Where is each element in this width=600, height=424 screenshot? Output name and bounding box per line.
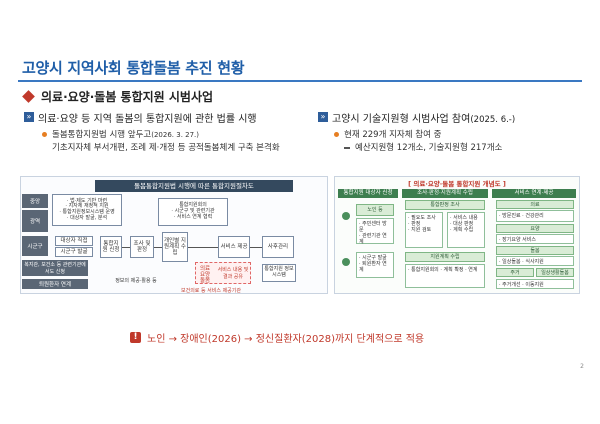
right-bullet-sub-text: 예산지원형 12개소, 기술지원형 217개소 — [355, 143, 503, 153]
label-share-results: 서비스 내용 및 결과 공유 — [217, 267, 249, 280]
rollout-note-text: 노인 → 장애인(2026) → 정신질환자(2028)까지 단계적으로 적용 — [147, 334, 425, 345]
person-icon — [342, 258, 350, 266]
page-number: 2 — [580, 363, 584, 370]
label-care: 요양 — [199, 272, 211, 278]
concept-diagram-title: [ 의료·요양·돌봄 통합지원 개념도 ] — [408, 180, 506, 188]
right-bullet: 현재 229개 지자체 참여 중 — [334, 128, 441, 140]
right-bullet-sub: 예산지원형 12개소, 기술지원형 217개소 — [344, 141, 502, 153]
row-label-regional: 광역 — [22, 210, 48, 232]
left-heading-text: 의료·요양 등 지역 돌봄의 통합지원에 관한 법률 시행 — [38, 114, 257, 125]
card-plan: 지원계획 수립 — [405, 252, 485, 262]
card-medical: 의료 — [496, 200, 574, 209]
left-bullet-text: 돌봄통합지원법 시행 앞두고 — [52, 130, 152, 140]
col-head-assess: 조사·판정·지원계획 수립 — [402, 189, 488, 198]
step-apply: 통합지원 신청 — [100, 236, 122, 258]
row-label-agencies: 복지관, 보건소 등 관련기관에서도 신청 — [22, 260, 88, 276]
left-heading: » 의료·요양 등 지역 돌봄의 통합지원에 관한 법률 시행 — [24, 110, 257, 125]
procedure-diagram-title: 돌봄통합지원법 시행에 따른 통합지원절차도 — [95, 180, 293, 192]
col-head-apply: 통합지원 대상자 신청 — [338, 189, 398, 198]
left-bullet-sub: 기초지자체 부서개편, 조례 제·개정 등 공적돌봄체계 구축 본격화 — [52, 143, 280, 153]
arrow-connector — [122, 247, 130, 248]
orange-dot-icon — [42, 132, 47, 137]
row-label-central: 중앙 — [22, 194, 48, 208]
right-bullet-text: 현재 229개 지자체 참여 중 — [344, 130, 442, 140]
right-heading: » 고양시 기술지원형 시범사업 참여(2025. 6.-) — [318, 110, 515, 125]
right-heading-text: 고양시 기술지원형 시범사업 참여(2025. 6.-) — [332, 110, 515, 125]
applicant-discovery: 시군구 발굴 — [55, 247, 93, 257]
service-outcome-box — [195, 262, 251, 284]
diamond-bullet-icon — [22, 90, 35, 103]
central-box: · 법·제도 기반 마련· 지자체 재정적 지원· 통합지원정보시스템 운영· … — [52, 194, 122, 226]
card-housing: 주거 — [496, 268, 534, 277]
row-label-discharge: 퇴원환자 연계 — [22, 279, 88, 289]
col-head-service: 서비스 연계·제공 — [492, 189, 576, 198]
dash-bullet-icon — [344, 146, 350, 149]
arrow-connector — [188, 247, 218, 248]
card-caregiving: 돌봄 — [496, 246, 574, 255]
row-label-city: 시군구 — [22, 236, 48, 256]
arrow-bullet-icon: » — [318, 112, 328, 122]
title-divider — [18, 80, 582, 82]
arrow-connector — [154, 247, 162, 248]
card-extra-detail: · 주거개선 · 이동지원 — [496, 279, 574, 289]
card-longterm-care: 요양 — [496, 224, 574, 233]
step-plan: 개인별 지원계획 수립 — [162, 232, 188, 262]
card-discovery: · 시군구 발굴· 퇴원환자 연계 — [356, 252, 394, 278]
applicant-direct: 대상자 직접 — [55, 236, 93, 246]
page-title: 고양시 지역사회 통합돌봄 추진 현황 — [22, 59, 245, 77]
card-daily-care: 일상생활돌봄 — [536, 268, 574, 277]
integration-meeting: 통합지원회의· 시군구 및 관련기관· 서비스 연계 협력 — [158, 198, 228, 226]
card-assess-left: · 필요도 조사· 판정· 지원 검토 — [405, 212, 443, 248]
card-assessment: 통합판정 조사 — [405, 200, 485, 210]
arrow-connector — [250, 247, 262, 248]
card-elderly-detail: · 주민센터 방문· 관련기관 연계 — [356, 218, 394, 245]
left-bullet-date: (2026. 3. 27.) — [151, 131, 200, 139]
right-heading-main: 고양시 기술지원형 시범사업 참여 — [332, 114, 471, 125]
subheading-text: 의료·요양·돌봄 통합지원 시범사업 — [41, 90, 214, 104]
step-aftercare: 사후관리 — [262, 236, 294, 258]
card-caregiving-detail: · 일상돌봄 · 식사지원 — [496, 256, 574, 266]
card-assess-right: · 서비스 내용· 대상 판정· 계획 수립 — [447, 212, 485, 248]
person-icon — [342, 212, 350, 220]
card-care-detail: · 장기요양 서비스 — [496, 234, 574, 244]
step-service: 서비스 제공 — [218, 236, 250, 258]
step-assess: 조사 및 판정 — [130, 236, 154, 258]
right-heading-date: (2025. 6.-) — [470, 115, 516, 125]
rollout-note: ! 노인 → 장애인(2026) → 정신질환자(2028)까지 단계적으로 적… — [130, 330, 424, 345]
service-provider-label: 보건의료 등 서비스 제공기관 — [181, 288, 241, 294]
arrow-bullet-icon: » — [24, 112, 34, 122]
alert-icon: ! — [130, 332, 141, 343]
card-elderly: 노인 등 — [356, 204, 394, 216]
orange-dot-icon — [334, 132, 339, 137]
label-caregiving: 돌봄 — [199, 278, 211, 284]
subheading: 의료·요양·돌봄 통합지원 시범사업 — [22, 88, 214, 105]
info-system-box: 통합지원 정보시스템 — [262, 264, 296, 282]
header-band — [0, 0, 600, 26]
card-plan-detail: · 통합지원회의 · 계획 확정 · 연계 — [405, 264, 485, 288]
card-medical-detail: · 방문진료 · 건강관리 — [496, 210, 574, 222]
label-medical: 의료 — [199, 266, 211, 272]
info-sharing-label: 정보의 제공·활용 등 — [115, 278, 157, 284]
left-bullet: 돌봄통합지원법 시행 앞두고(2026. 3. 27.) — [42, 128, 199, 140]
